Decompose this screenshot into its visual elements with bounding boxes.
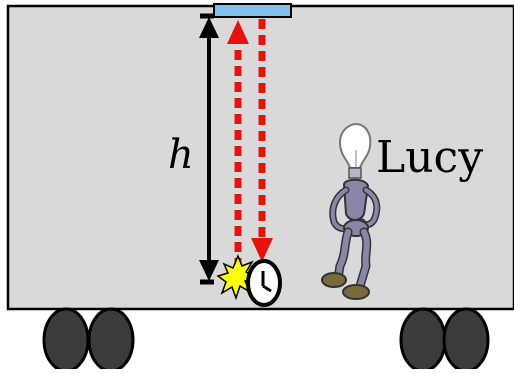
wheels-right xyxy=(399,307,490,373)
clock-icon xyxy=(246,259,282,307)
height-arrow xyxy=(199,13,219,285)
height-label: h xyxy=(168,132,194,178)
light-path-down xyxy=(251,19,273,262)
light-path-up xyxy=(227,20,249,268)
wheels-left xyxy=(42,307,135,373)
observer-label: Lucy xyxy=(376,132,483,183)
lightbulb-figure-icon xyxy=(321,122,381,300)
mirror-icon xyxy=(213,3,292,18)
